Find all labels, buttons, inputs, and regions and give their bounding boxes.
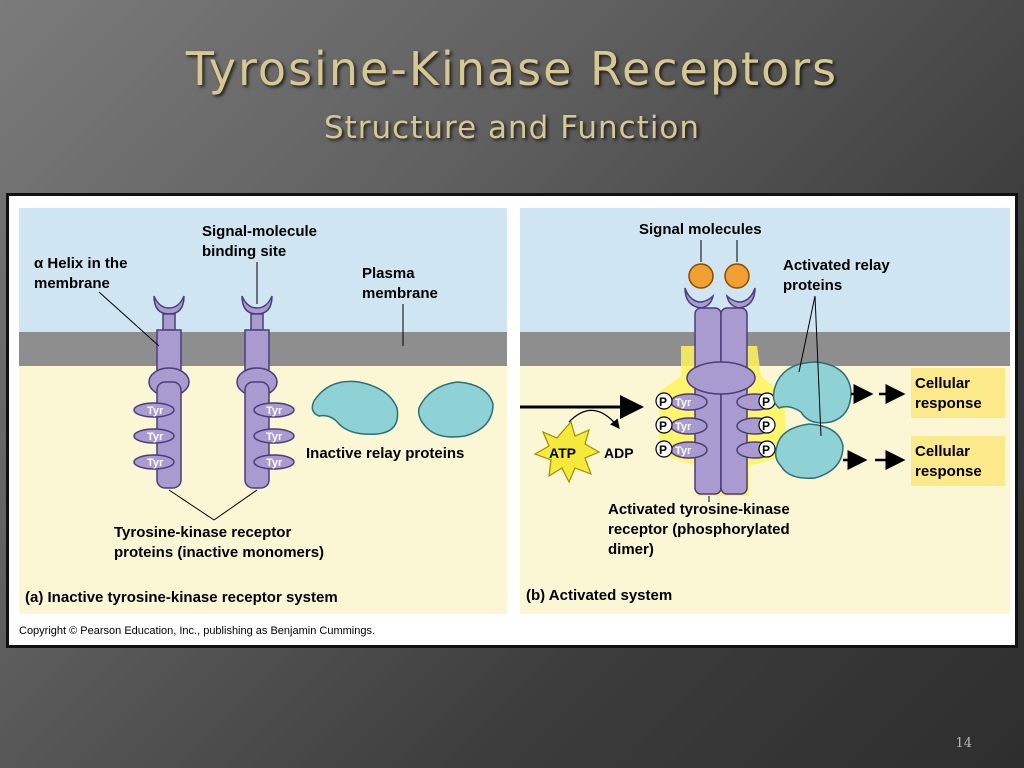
tyr-label: Tyr <box>266 405 283 417</box>
phosphate-label: P <box>659 395 667 409</box>
relay-protein-inactive <box>311 380 399 436</box>
tyr-label: Tyr <box>675 445 692 457</box>
panel-b-extracellular <box>520 208 1010 336</box>
panel-a: Tyr Tyr Tyr Tyr Tyr Tyr α Helix in the m… <box>19 208 507 614</box>
tyr-label: Tyr <box>266 431 283 443</box>
activated-relay-label: proteins <box>783 277 842 294</box>
phosphate-label: P <box>659 443 667 457</box>
cellular-response-label: response <box>915 463 982 480</box>
atp-label: ATP <box>549 445 576 461</box>
panel-b-membrane <box>520 332 1010 366</box>
helix-label: membrane <box>34 275 110 292</box>
inactive-relay-label: Inactive relay proteins <box>306 445 464 462</box>
activated-relay-label: Activated relay <box>783 257 890 274</box>
cellular-response-label: Cellular <box>915 375 970 392</box>
receptor-dimer <box>670 287 774 495</box>
plasma-membrane-label: Plasma <box>362 265 415 282</box>
receptor-diagram: Tyr Tyr Tyr Tyr Tyr Tyr α Helix in the m… <box>19 208 1010 637</box>
binding-site-label: binding site <box>202 243 286 260</box>
phosphate-label: P <box>762 395 770 409</box>
phosphate-label: P <box>762 443 770 457</box>
tyr-label: Tyr <box>147 431 164 443</box>
tyr-label: Tyr <box>675 421 692 433</box>
figure-frame: Tyr Tyr Tyr Tyr Tyr Tyr α Helix in the m… <box>6 193 1018 648</box>
helix-label: α Helix in the <box>34 255 127 272</box>
monomer-pointer <box>213 489 258 521</box>
receptor-monomer-left <box>133 295 190 489</box>
panel-b-caption: (b) Activated system <box>526 587 672 604</box>
helix-pointer <box>98 291 160 347</box>
cellular-response-label: response <box>915 395 982 412</box>
slide-title: Tyrosine-Kinase Receptors <box>185 42 839 96</box>
phospho-group-right <box>758 392 776 458</box>
adp-label: ADP <box>604 445 634 461</box>
activated-dimer-label: receptor (phosphorylated <box>608 521 790 538</box>
panel-a-caption: (a) Inactive tyrosine-kinase receptor sy… <box>25 589 338 606</box>
tyr-label: Tyr <box>266 457 283 469</box>
plasma-membrane-label: membrane <box>362 285 438 302</box>
phosphate-label: P <box>659 419 667 433</box>
page-number: 14 <box>955 736 972 751</box>
cellular-response-box <box>911 368 1005 418</box>
relay-protein-activated <box>772 361 852 424</box>
monomer-label: proteins (inactive monomers) <box>114 544 324 561</box>
atp-star <box>533 420 601 484</box>
cellular-response-box <box>911 436 1005 486</box>
panel-b: P P P Tyr Tyr Tyr P P P ATP ADP Cellular… <box>520 208 1010 614</box>
tyr-label: Tyr <box>675 397 692 409</box>
signal-molecule <box>724 263 750 289</box>
relay-pointer <box>814 295 822 437</box>
activated-dimer-label: Activated tyrosine-kinase <box>608 501 790 518</box>
receptor-monomer-right <box>236 295 295 489</box>
relay-pointer <box>798 295 816 373</box>
cellular-response-label: Cellular <box>915 443 970 460</box>
relay-protein-activated <box>774 423 844 479</box>
tyr-label: Tyr <box>147 457 164 469</box>
phospho-group-left <box>655 392 673 458</box>
copyright-text: Copyright © Pearson Education, Inc., pub… <box>19 625 375 637</box>
phosphate-label: P <box>762 419 770 433</box>
relay-protein-inactive <box>417 381 494 438</box>
signal-molecules-label: Signal molecules <box>639 221 762 238</box>
atp-adp-arrow <box>568 409 620 429</box>
binding-site-label: Signal-molecule <box>202 223 317 240</box>
monomer-pointer <box>168 489 215 521</box>
activated-dimer-label: dimer) <box>608 541 654 558</box>
slide-subtitle: Structure and Function <box>323 110 701 146</box>
tyr-label: Tyr <box>147 405 164 417</box>
signal-molecule <box>688 263 714 289</box>
monomer-label: Tyrosine-kinase receptor <box>114 524 291 541</box>
